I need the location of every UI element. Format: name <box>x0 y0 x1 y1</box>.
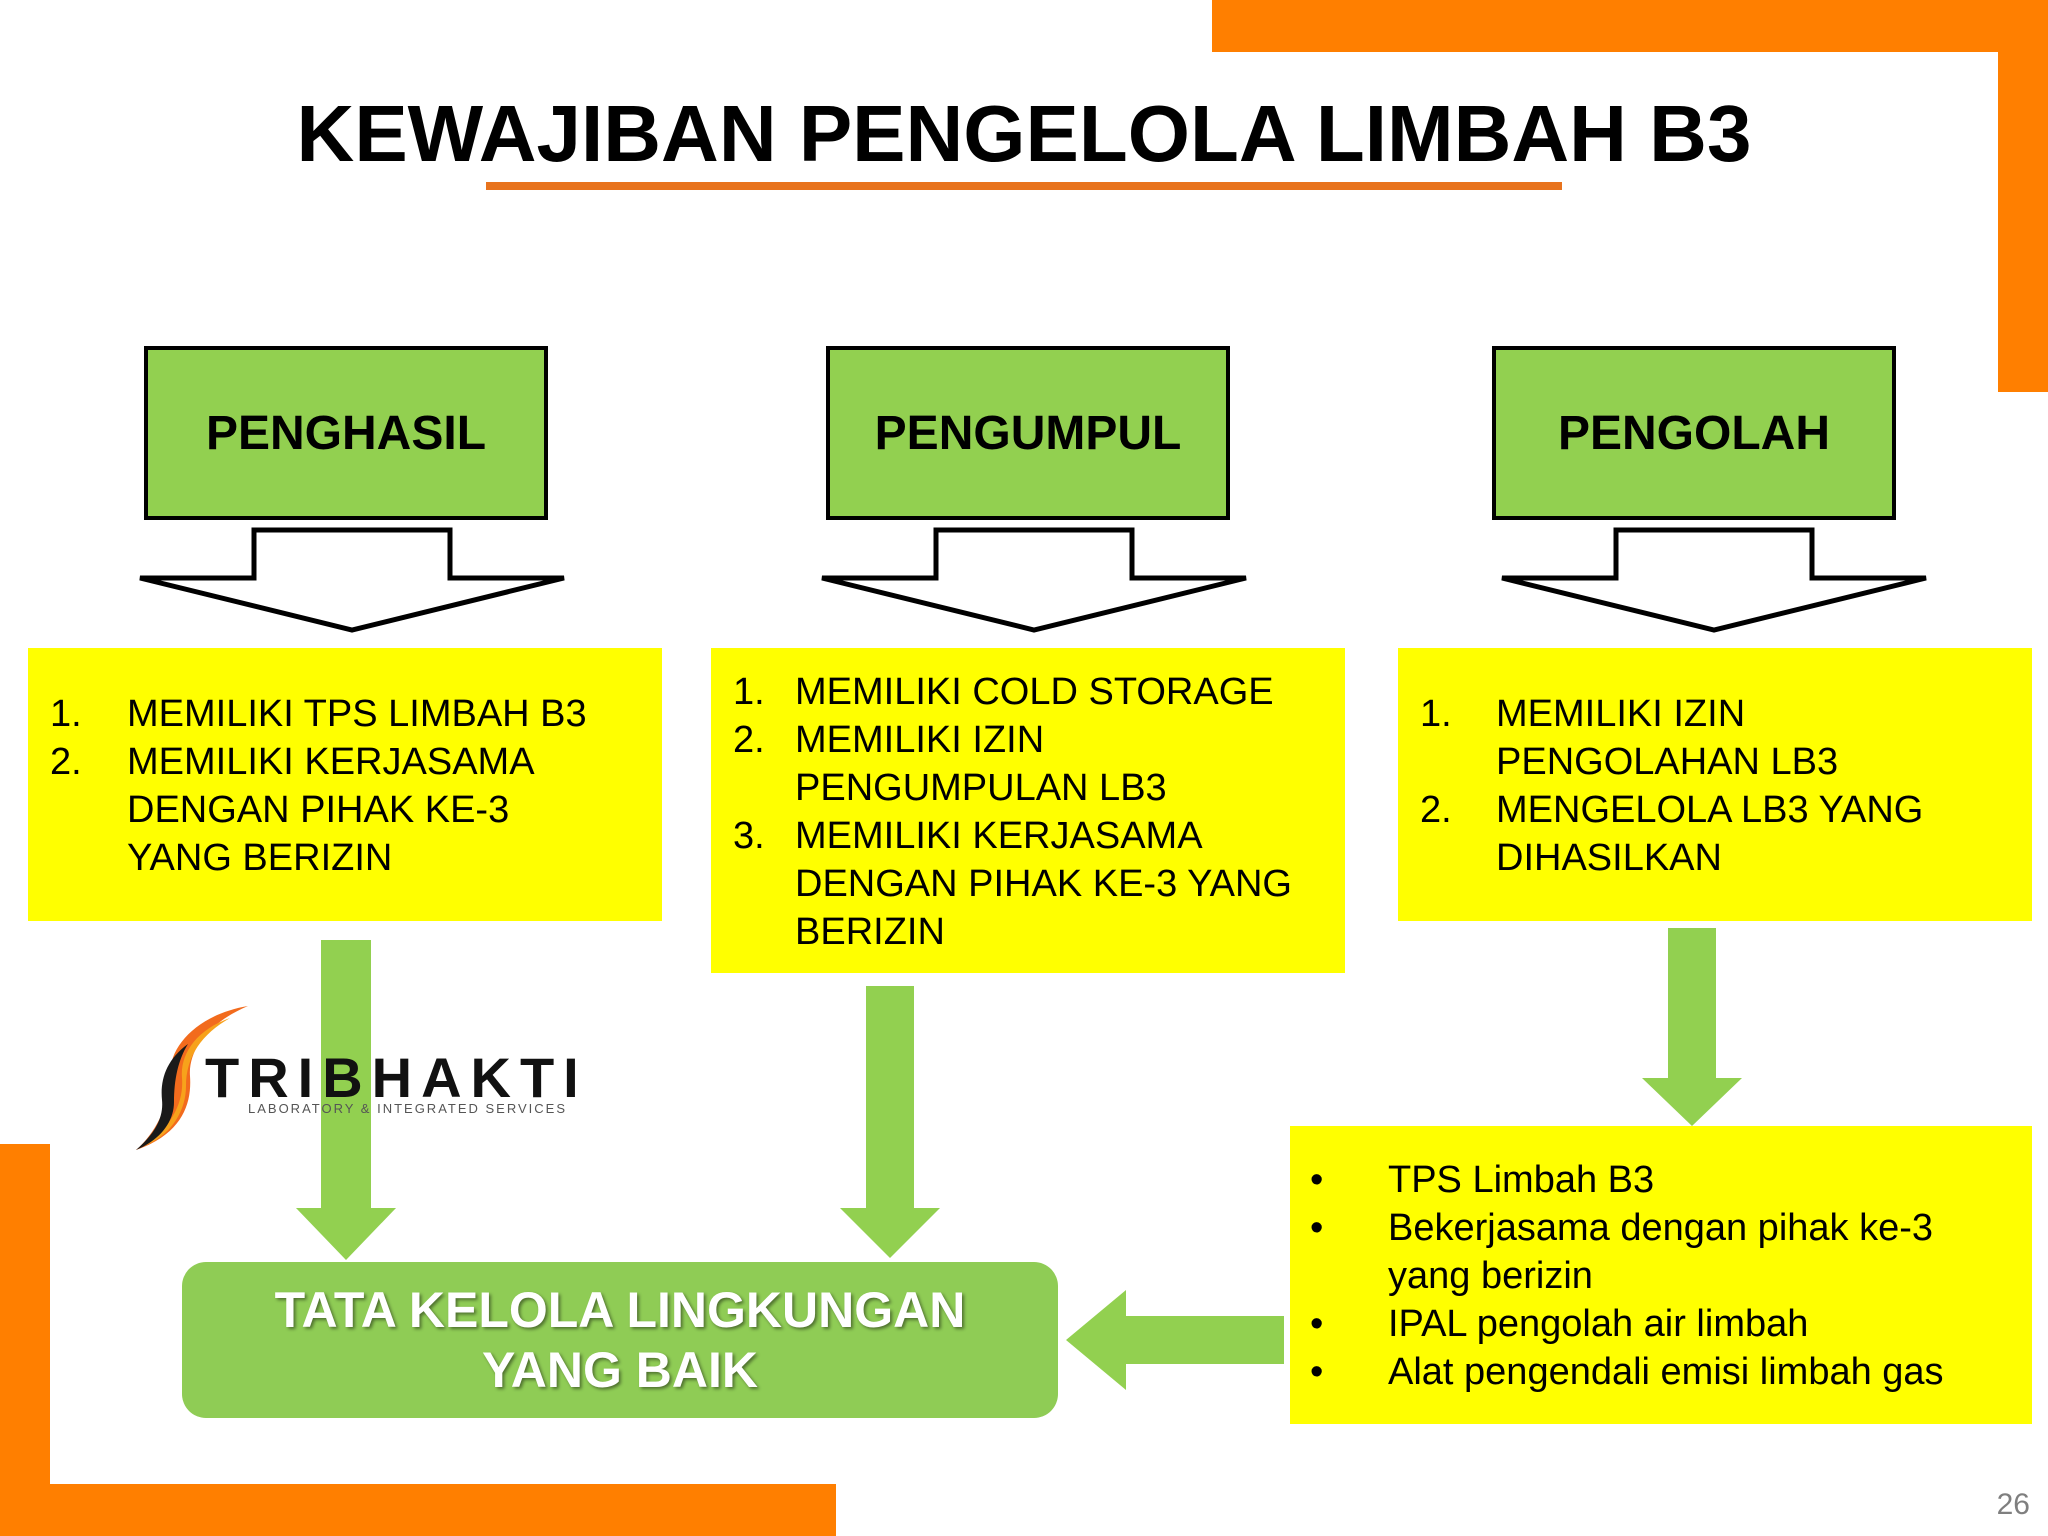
green-down-arrow-middle <box>840 986 940 1258</box>
list-item: 1. MEMILIKI IZIN PENGOLAHAN LB3 <box>1420 690 2012 786</box>
list-item: 2. MEMILIKI KERJASAMA DENGAN PIHAK KE-3 Y… <box>50 738 642 882</box>
penghasil-list: 1. MEMILIKI TPS LIMBAH B3 2. MEMILIKI KERJ… <box>50 690 642 882</box>
list-text: MEMILIKI IZIN PENGOLAHAN LB3 <box>1496 693 1839 783</box>
list-text: MEMILIKI TPS LIMBAH B3 <box>127 693 587 735</box>
down-arrow-outline-penghasil <box>139 527 565 633</box>
facilities-list: • TPS Limbah B3 • Bekerjasama dengan pihak… <box>1310 1156 2022 1396</box>
pengolah-header: PENGOLAH <box>1492 346 1896 520</box>
list-item: 2. MENGELOLA LB3 YANG DIHASILKAN <box>1420 786 2012 882</box>
list-item: • IPAL pengolah air limbah <box>1310 1300 2022 1348</box>
tribhakti-logo-icon <box>136 1006 248 1150</box>
list-number: 2. <box>733 719 765 761</box>
list-item: • Alat pengendali emisi limbah gas <box>1310 1348 2022 1396</box>
list-number: 3. <box>733 815 765 857</box>
list-item: • TPS Limbah B3 <box>1310 1156 2022 1204</box>
result-box: TATA KELOLA LINGKUNGAN YANG BAIK <box>182 1262 1058 1418</box>
frame-bar-top-right <box>1212 0 2048 52</box>
down-arrow-outline-pengolah <box>1501 527 1927 633</box>
green-down-arrow-left-head <box>296 1208 396 1260</box>
penghasil-requirements: 1. MEMILIKI TPS LIMBAH B3 2. MEMILIKI KERJ… <box>28 648 662 921</box>
list-item: 2. MEMILIKI IZIN PENGUMPULAN LB3 <box>733 716 1335 812</box>
page-title: KEWAJIBAN PENGELOLA LIMBAH B3 <box>296 89 1752 178</box>
list-text: IPAL pengolah air limbah <box>1388 1303 1809 1345</box>
list-number: 1. <box>50 693 82 735</box>
page-number: 26 <box>1996 1488 2030 1521</box>
frame-bar-left <box>0 1144 50 1536</box>
green-down-arrow-right <box>1642 928 1742 1126</box>
list-text: Alat pengendali emisi limbah gas <box>1388 1351 1944 1393</box>
list-number: 1. <box>733 671 765 713</box>
down-arrow-outline-pengumpul <box>821 527 1247 633</box>
logo-tagline: LABORATORY & INTEGRATED SERVICES <box>248 1101 568 1116</box>
pengumpul-list: 1. MEMILIKI COLD STORAGE 2. MEMILIKI IZIN … <box>733 668 1335 956</box>
facilities-box: • TPS Limbah B3 • Bekerjasama dengan pihak… <box>1290 1126 2032 1424</box>
list-text: MENGELOLA LB3 YANG DIHASILKAN <box>1496 789 1924 879</box>
list-text: MEMILIKI IZIN PENGUMPULAN LB3 <box>795 719 1167 809</box>
bullet: • <box>1310 1207 1324 1249</box>
frame-bar-right <box>1998 0 2048 392</box>
pengumpul-header: PENGUMPUL <box>826 346 1230 520</box>
result-line-2: YANG BAIK <box>482 1342 758 1398</box>
list-number: 1. <box>1420 693 1452 735</box>
frame-bar-bottom-left <box>0 1484 836 1536</box>
bullet: • <box>1310 1159 1324 1201</box>
list-text: MEMILIKI KERJASAMA DENGAN PIHAK KE-3 YAN… <box>127 741 533 879</box>
list-text: MEMILIKI COLD STORAGE <box>795 671 1274 713</box>
green-left-arrow <box>1066 1290 1284 1390</box>
bullet: • <box>1310 1303 1324 1345</box>
logo-name: TRIBHAKTI <box>205 1046 588 1109</box>
list-item: 3. MEMILIKI KERJASAMA DENGAN PIHAK KE-3 Y… <box>733 812 1335 956</box>
bullet: • <box>1310 1351 1324 1393</box>
list-text: Bekerjasama dengan pihak ke-3 yang beriz… <box>1388 1207 1934 1297</box>
list-item: 1. MEMILIKI TPS LIMBAH B3 <box>50 690 642 738</box>
list-number: 2. <box>1420 789 1452 831</box>
pengolah-list: 1. MEMILIKI IZIN PENGOLAHAN LB3 2. MENGELO… <box>1420 690 2012 882</box>
list-text: TPS Limbah B3 <box>1388 1159 1655 1201</box>
result-line-1: TATA KELOLA LINGKUNGAN <box>274 1282 966 1338</box>
list-item: • Bekerjasama dengan pihak ke-3 yang beri… <box>1310 1204 2022 1300</box>
penghasil-header: PENGHASIL <box>144 346 548 520</box>
pengolah-requirements: 1. MEMILIKI IZIN PENGOLAHAN LB3 2. MENGELO… <box>1398 648 2032 921</box>
list-text: MEMILIKI KERJASAMA DENGAN PIHAK KE-3 YAN… <box>795 815 1292 953</box>
list-item: 1. MEMILIKI COLD STORAGE <box>733 668 1335 716</box>
pengumpul-requirements: 1. MEMILIKI COLD STORAGE 2. MEMILIKI IZIN … <box>711 648 1345 973</box>
list-number: 2. <box>50 741 82 783</box>
title-underline <box>486 182 1562 190</box>
